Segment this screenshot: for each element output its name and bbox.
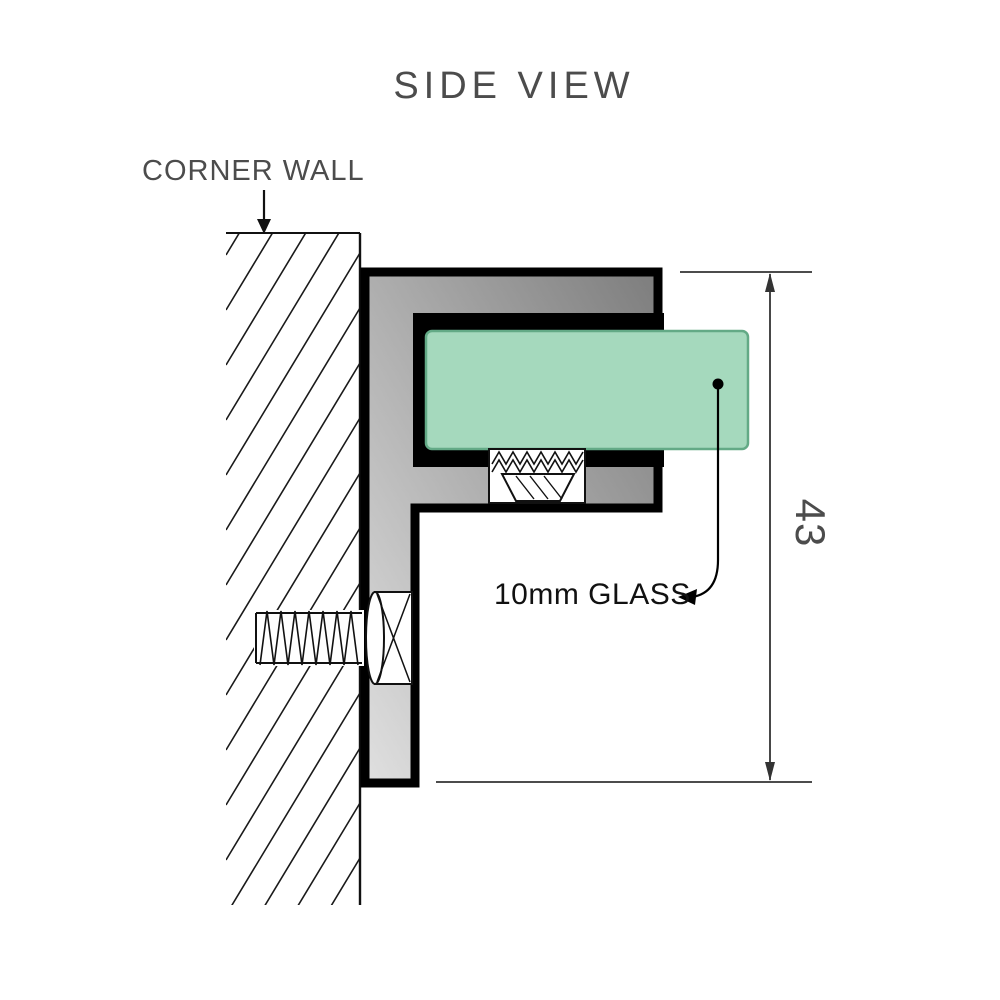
corner-wall-arrow [257,190,271,234]
corner-wall-label: CORNER WALL [142,155,365,187]
glass-label: 10mm GLASS [494,578,691,611]
dimension-arrow-down-icon [765,762,775,781]
page-title: SIDE VIEW [393,65,634,107]
glass-panel [424,329,750,451]
grub-screw [488,448,586,504]
screw-head [365,591,413,685]
glass-reference-dot [712,378,724,390]
mounting-screw [254,610,364,666]
glass-leader-line [691,389,720,599]
dimension-label: 43 [787,499,834,548]
dimension-arrow-up-icon [765,273,775,292]
screw-threads [259,610,359,666]
dimension-43: 43 [436,271,834,783]
glass-leader-arrow-icon [678,589,697,605]
glass-callout: 10mm GLASS [494,378,724,611]
